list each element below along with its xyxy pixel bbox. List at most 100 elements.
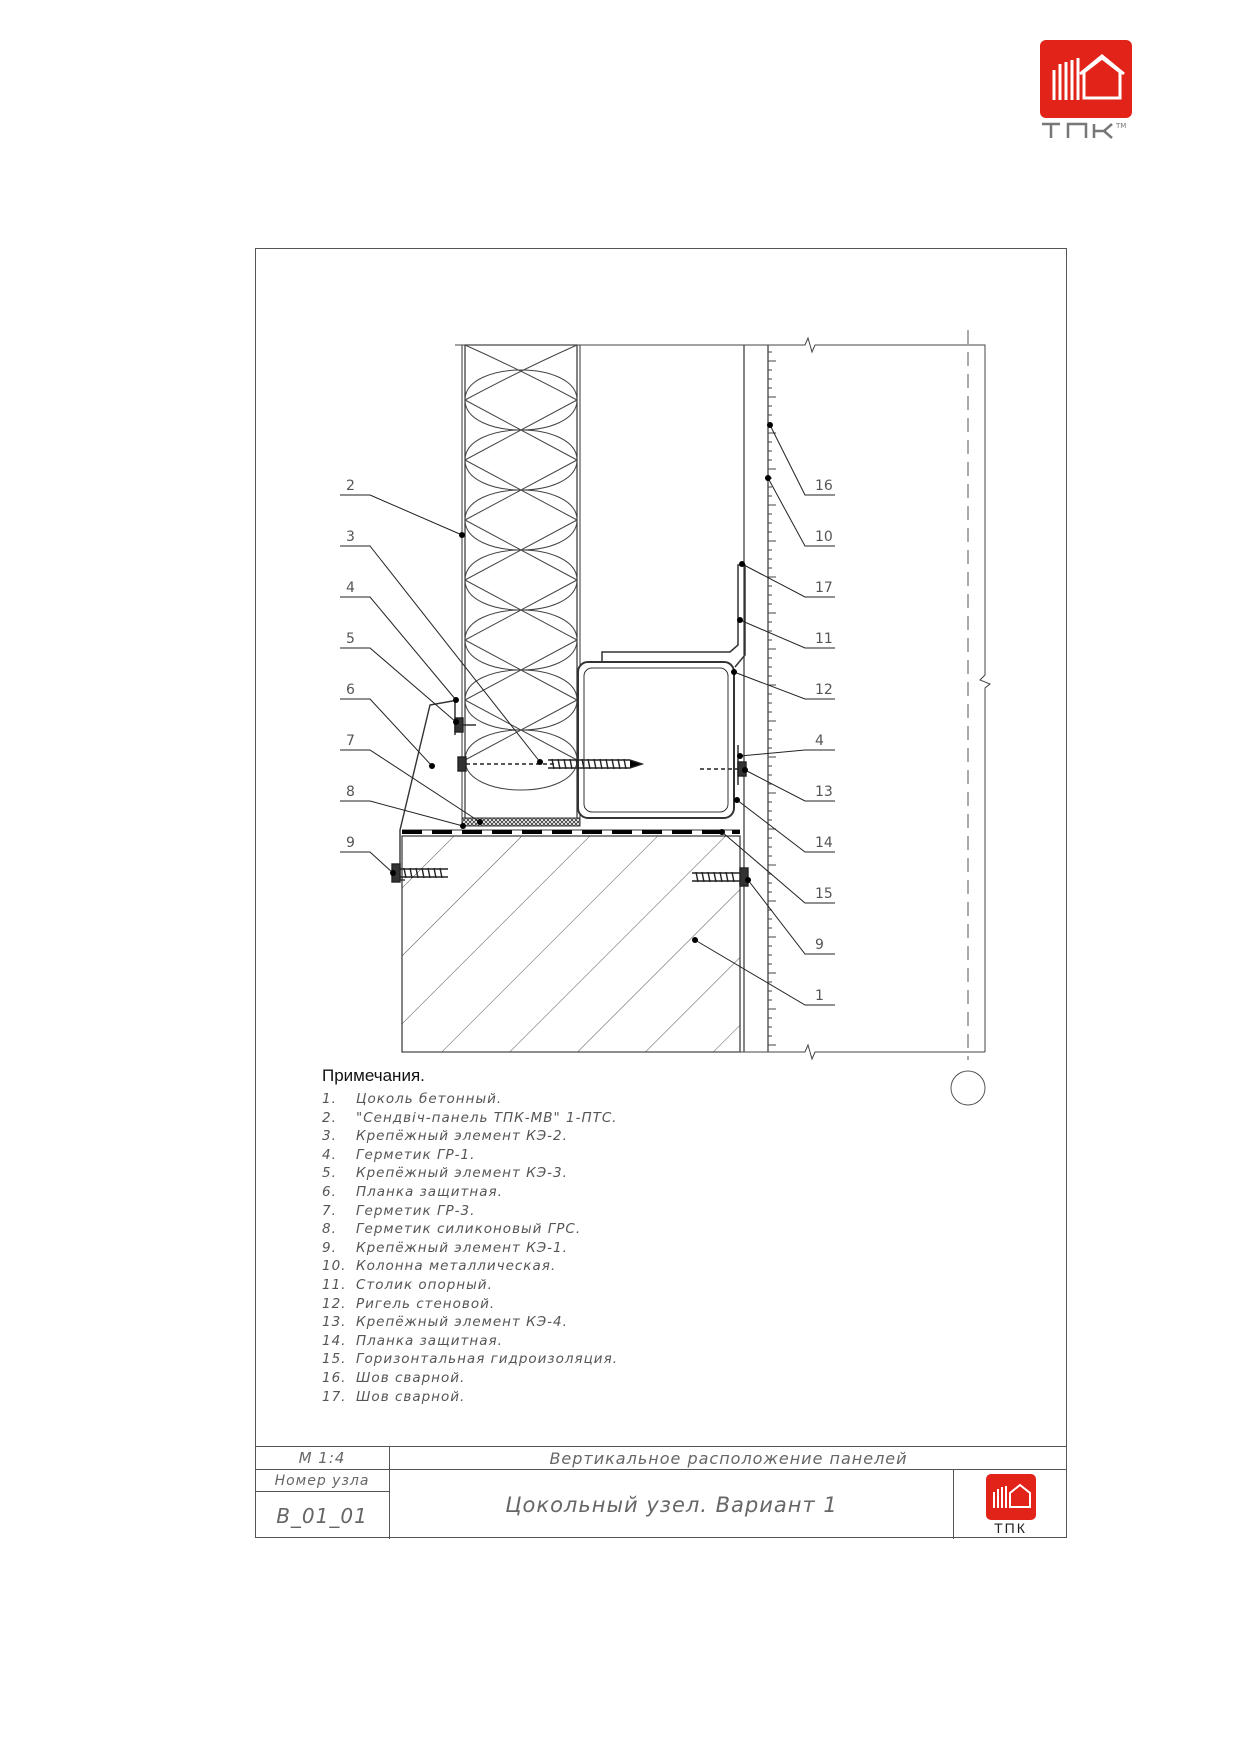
logo-small-icon bbox=[985, 1473, 1036, 1520]
note-text: Планка защитная. bbox=[356, 1183, 503, 1200]
callout-number: 4 bbox=[815, 733, 824, 749]
note-number: 16. bbox=[322, 1369, 347, 1386]
note-number: 1. bbox=[322, 1091, 337, 1107]
note-number: 4. bbox=[322, 1146, 337, 1163]
leaders-right bbox=[694, 424, 835, 1006]
logo-cell: ТПК bbox=[953, 1470, 1067, 1539]
callout-number: 4 bbox=[346, 580, 355, 596]
callout-number: 15 bbox=[815, 886, 833, 902]
wall-rigel bbox=[577, 661, 735, 819]
note-number: 14. bbox=[322, 1332, 347, 1349]
note-item: 1. Цоколь бетонный. bbox=[322, 1090, 922, 1109]
logo-small-text: ТПК bbox=[994, 1519, 1027, 1536]
note-number: 13. bbox=[322, 1314, 347, 1331]
silicone-seal bbox=[461, 817, 581, 827]
notes-list: 1. Цоколь бетонный. 2. "Сендвіч-панель ТПК-… bbox=[322, 1090, 922, 1406]
note-text: Герметик ГР-3. bbox=[356, 1202, 476, 1219]
notes-block: Примечания. 1. Цоколь бетонный. 2. "Сендвіч… bbox=[322, 1066, 922, 1406]
note-text: Крепёжный элемент КЭ-1. bbox=[356, 1239, 568, 1256]
brand-logo: TM bbox=[1040, 40, 1135, 140]
note-item: 3. Крепёжный элемент КЭ-2. bbox=[322, 1127, 922, 1146]
note-item: 9. Крепёжный элемент КЭ-1. bbox=[322, 1239, 922, 1258]
note-text: Цоколь бетонный. bbox=[356, 1091, 503, 1107]
notes-title: Примечания. bbox=[322, 1066, 425, 1085]
callout-number: 16 bbox=[815, 478, 833, 494]
title-cell: Цокольный узел. Вариант 1 bbox=[505, 1492, 838, 1517]
title-block: М 1:4 Номер узла В_01_01 Вертикальное ра… bbox=[255, 1446, 1067, 1539]
callout-number: 3 bbox=[346, 529, 355, 545]
note-item: 5. Крепёжный элемент КЭ-3. bbox=[322, 1164, 922, 1183]
fastener-ke2 bbox=[457, 756, 645, 772]
note-number: 6. bbox=[322, 1183, 337, 1200]
note-item: 15. Горизонтальная гидроизоляция. bbox=[322, 1350, 922, 1369]
note-item: 11. Столик опорный. bbox=[322, 1276, 922, 1295]
callout-number: 7 bbox=[346, 733, 355, 749]
logo-icon: TM bbox=[1040, 40, 1132, 139]
note-number: 11. bbox=[322, 1276, 347, 1293]
drawing-frame bbox=[255, 248, 1067, 1538]
note-text: Герметик ГР-1. bbox=[356, 1146, 476, 1163]
note-number: 15. bbox=[322, 1351, 347, 1368]
callout-number: 14 bbox=[815, 835, 833, 851]
note-item: 13. Крепёжный элемент КЭ-4. bbox=[322, 1313, 922, 1332]
note-text: Столик опорный. bbox=[356, 1276, 493, 1293]
callout-number: 9 bbox=[346, 835, 355, 851]
callout-number: 10 bbox=[815, 529, 833, 545]
note-item: 4. Герметик ГР-1. bbox=[322, 1146, 922, 1165]
note-item: 14. Планка защитная. bbox=[322, 1332, 922, 1351]
note-text: Колонна металлическая. bbox=[356, 1258, 557, 1275]
note-text: Горизонтальная гидроизоляция. bbox=[356, 1351, 618, 1368]
callout-number: 8 bbox=[346, 784, 355, 800]
note-text: Шов сварной. bbox=[356, 1388, 466, 1405]
note-number: 2. bbox=[322, 1109, 337, 1126]
note-number: 17. bbox=[322, 1388, 347, 1405]
column-weld-ticks bbox=[768, 351, 776, 1046]
callout-number: 9 bbox=[815, 937, 824, 953]
leader-arrows bbox=[390, 422, 773, 943]
note-item: 10. Колонна металлическая. bbox=[322, 1257, 922, 1276]
sandwich-panel bbox=[464, 344, 578, 826]
note-item: 12. Ригель стеновой. bbox=[322, 1295, 922, 1314]
protective-flashing bbox=[399, 699, 459, 881]
note-text: Крепёжный элемент КЭ-4. bbox=[356, 1314, 568, 1331]
note-text: Ригель стеновой. bbox=[356, 1295, 496, 1312]
note-text: Герметик силиконовый ГРС. bbox=[356, 1221, 582, 1238]
callout-number: 12 bbox=[815, 682, 833, 698]
fastener-ke3 bbox=[454, 700, 476, 735]
note-number: 8. bbox=[322, 1221, 337, 1238]
callout-number: 13 bbox=[815, 784, 833, 800]
callout-number: 11 bbox=[815, 631, 833, 647]
note-number: 10. bbox=[322, 1258, 347, 1275]
note-item: 16. Шов сварной. bbox=[322, 1369, 922, 1388]
scale-cell: М 1:4 bbox=[255, 1447, 390, 1470]
note-text: Крепёжный элемент КЭ-2. bbox=[356, 1128, 568, 1145]
note-text: Крепёжный элемент КЭ-3. bbox=[356, 1165, 568, 1182]
note-item: 7. Герметик ГР-3. bbox=[322, 1202, 922, 1221]
note-item: 2. "Сендвіч-панель ТПК-МВ" 1-ПТС. bbox=[322, 1109, 922, 1128]
trademark-text: TM bbox=[1115, 122, 1126, 130]
note-text: Шов сварной. bbox=[356, 1369, 466, 1386]
note-number: 7. bbox=[322, 1202, 337, 1219]
note-item: 6. Планка защитная. bbox=[322, 1183, 922, 1202]
note-text: Планка защитная. bbox=[356, 1332, 503, 1349]
callout-number: 1 bbox=[815, 988, 824, 1004]
note-number: 12. bbox=[322, 1295, 347, 1312]
callout-number: 2 bbox=[346, 478, 355, 494]
concrete-plinth bbox=[401, 835, 741, 1053]
callout-number: 5 bbox=[346, 631, 355, 647]
note-number: 5. bbox=[322, 1165, 337, 1182]
axis-marker bbox=[950, 1070, 986, 1106]
support-table bbox=[601, 564, 746, 668]
note-text: "Сендвіч-панель ТПК-МВ" 1-ПТС. bbox=[356, 1109, 618, 1126]
node-label-cell: Номер узла bbox=[255, 1470, 390, 1492]
subtitle-cell: Вертикальное расположение панелей bbox=[390, 1447, 1067, 1470]
note-item: 17. Шов сварной. bbox=[322, 1388, 922, 1407]
leaders-left bbox=[340, 494, 541, 874]
callout-number: 17 bbox=[815, 580, 833, 596]
callout-number: 6 bbox=[346, 682, 355, 698]
note-item: 8. Герметик силиконовый ГРС. bbox=[322, 1220, 922, 1239]
note-number: 9. bbox=[322, 1239, 337, 1256]
node-number-cell: В_01_01 bbox=[255, 1492, 390, 1539]
note-number: 3. bbox=[322, 1128, 337, 1145]
